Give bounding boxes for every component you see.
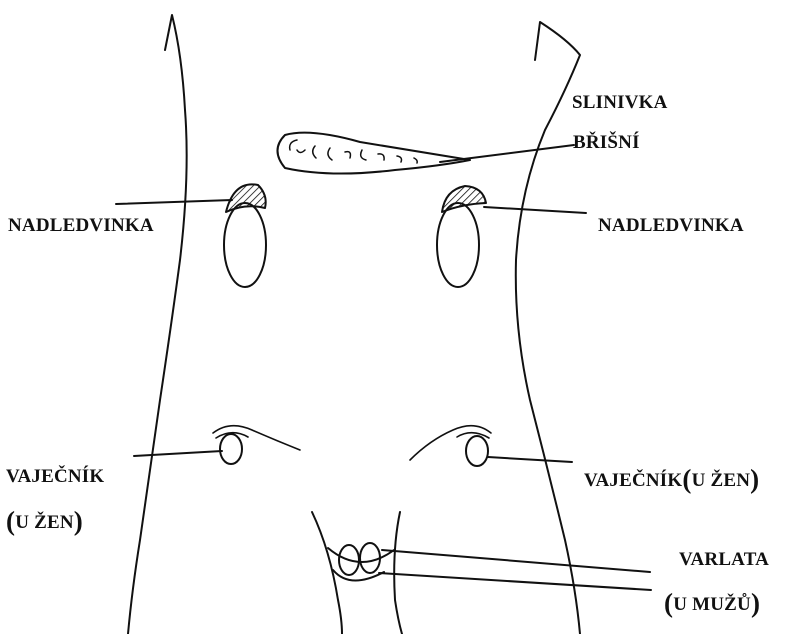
label-ovary-left-note: U ŽEN [15, 512, 74, 533]
adrenal-left-leader [116, 200, 232, 204]
paren-close: ) [750, 464, 759, 494]
inner-leg-left [312, 512, 342, 634]
paren-close: ) [751, 588, 760, 618]
adrenal-right [442, 186, 486, 212]
kidney-right [437, 203, 479, 287]
body-outline-left [128, 15, 187, 634]
pancreas-leader [440, 145, 574, 162]
inner-leg-right [394, 512, 402, 634]
paren-close: ) [74, 506, 83, 536]
label-testes-line2: (U MUŽŮ) [664, 588, 760, 619]
label-ovary-left-line1: VAJEČNÍK [6, 466, 104, 488]
paren-open: ( [664, 588, 673, 618]
adrenal-right-leader [484, 207, 586, 213]
testes-leader-2 [379, 573, 651, 590]
ovary-left-leader [134, 451, 222, 456]
paren-open: ( [682, 464, 691, 494]
pancreas-shape [278, 133, 471, 174]
ovary-right-leader [488, 457, 572, 462]
paren-open: ( [6, 506, 15, 536]
ovary-left [220, 434, 242, 464]
label-pancreas-line2: BŘIŠNÍ [573, 132, 640, 154]
label-adrenal-left: NADLEDVINKA [8, 215, 154, 237]
adrenal-left [226, 184, 266, 212]
label-ovary-left-line2: (U ŽEN) [6, 506, 83, 537]
kidney-left [224, 203, 266, 287]
body-outline-right [516, 22, 580, 634]
label-adrenal-right: NADLEDVINKA [598, 215, 744, 237]
label-testes-note: U MUŽŮ [673, 594, 751, 615]
label-ovary-right-note: U ŽEN [692, 470, 751, 491]
label-pancreas-line1: SLINIVKA [572, 92, 668, 114]
label-testes-line1: VARLATA [679, 549, 769, 571]
tube-right [410, 426, 491, 460]
scrotum [333, 570, 384, 581]
testis-right [360, 543, 380, 573]
ovary-right [466, 436, 488, 466]
testes-leader-1 [382, 550, 650, 572]
label-ovary-right: VAJEČNÍK(U ŽEN) [584, 464, 759, 495]
pancreas-detail [290, 140, 418, 163]
tube-left [213, 426, 300, 450]
label-ovary-right-text: VAJEČNÍK [584, 470, 682, 491]
